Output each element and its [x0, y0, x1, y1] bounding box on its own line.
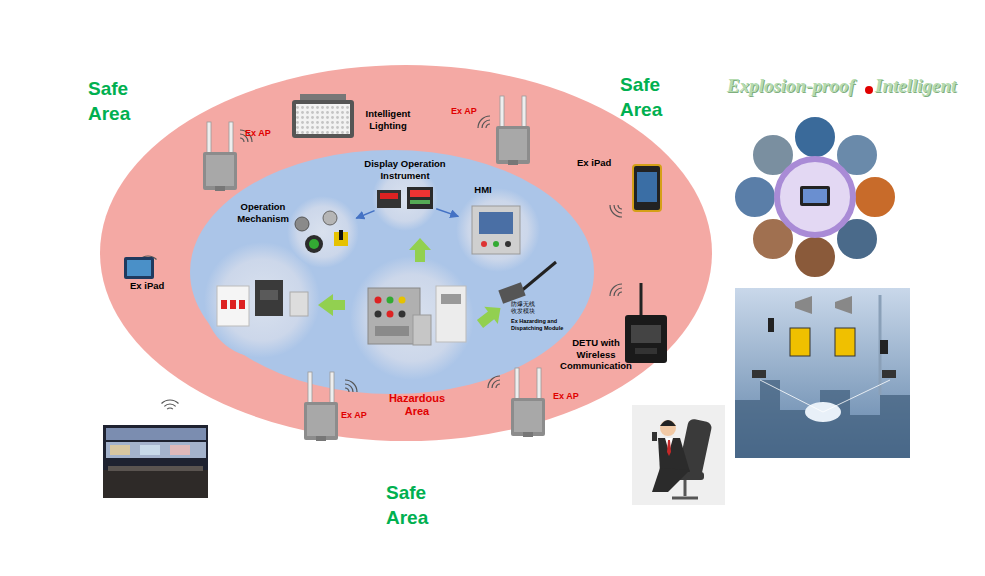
- application-collage: [836, 134, 878, 176]
- industrial-scene-picture: [835, 328, 855, 356]
- module-label: 防爆无线 收发模块: [511, 301, 537, 315]
- operator-picture: [672, 497, 698, 500]
- device-label: Display Operation Instrument: [355, 158, 455, 181]
- control-room-photo: [108, 466, 203, 471]
- industrial-scene-picture: [880, 340, 888, 354]
- operator-picture: [632, 405, 725, 505]
- zone-label: Safe Area: [386, 480, 446, 530]
- device-label: Ex iPad: [130, 280, 180, 292]
- device-circle-outline: [456, 188, 540, 272]
- hazardous-area-ellipse-shape: [100, 65, 712, 441]
- device-circle-shape: [456, 188, 540, 272]
- operator-picture: [677, 418, 712, 478]
- operator-picture: [664, 472, 704, 480]
- application-collage: [777, 159, 853, 235]
- application-collage: [794, 236, 836, 278]
- control-room-photo: [106, 428, 206, 440]
- application-collage: [803, 189, 827, 203]
- application-collage: [836, 218, 878, 260]
- control-room-photo: [106, 442, 206, 458]
- industrial-scene-picture: [768, 318, 774, 332]
- device-circle-outline: [287, 196, 359, 268]
- separator-dot: [865, 86, 873, 94]
- operator-picture: [684, 480, 687, 496]
- application-collage: [800, 186, 830, 206]
- industrial-scene-picture: [760, 380, 823, 412]
- wifi-signal: [643, 416, 655, 428]
- application-collage: [752, 134, 794, 176]
- area-label: Hazardous Area: [384, 392, 450, 418]
- slogan-text: Intelligent: [875, 74, 975, 98]
- operator-picture: [658, 438, 690, 472]
- zone-label: Safe Area: [620, 72, 680, 122]
- application-collage: [794, 116, 836, 158]
- industrial-scene-picture: [795, 296, 812, 314]
- industrial-scene-picture: [879, 295, 882, 395]
- ap-label: Ex AP: [245, 128, 285, 139]
- operator-picture: [660, 420, 676, 436]
- operator-picture: [632, 405, 725, 505]
- industrial-scene-picture: [752, 370, 766, 378]
- industrial-scene-picture: [835, 296, 852, 314]
- industrial-scene-picture: [882, 370, 896, 378]
- slogan-text: Explosion-proof: [727, 74, 867, 98]
- device-label: DETU with Wireless Communication: [556, 337, 636, 372]
- wifi-signal: [162, 395, 179, 412]
- application-collage: [752, 218, 794, 260]
- device-label: Ex iPad: [577, 157, 627, 169]
- industrial-scene-picture: [735, 288, 910, 458]
- device-label: HMI: [468, 184, 498, 196]
- control-room-photo: [103, 470, 208, 498]
- ap-label: Ex AP: [553, 391, 593, 402]
- control-room-photo: [103, 425, 208, 498]
- industrial-scene-picture: [823, 380, 890, 412]
- control-room-photo: [170, 445, 190, 455]
- device-label: Operation Mechanism: [232, 201, 294, 224]
- control-room-photo: [140, 445, 160, 455]
- device-label: Intelligent Lighting: [358, 108, 418, 132]
- device-circle: HMI: [456, 188, 540, 272]
- operator-picture: [665, 438, 673, 452]
- control-room-photo: [110, 445, 130, 455]
- industrial-scene-picture: [805, 402, 841, 422]
- ap-label: Ex AP: [341, 410, 381, 421]
- operator-picture: [652, 468, 690, 492]
- ap-label: Ex AP: [451, 106, 491, 117]
- application-collage: [734, 176, 776, 218]
- operator-picture: [667, 440, 671, 456]
- control-room-photo: [103, 425, 208, 498]
- device-circle: Operation Mechanism: [287, 196, 359, 268]
- application-collage: [734, 116, 896, 278]
- module-label: Ex Hazarding and Dispatching Module: [511, 318, 575, 331]
- zone-label: Safe Area: [88, 76, 148, 126]
- operator-picture: [660, 420, 676, 426]
- application-collage: [854, 176, 896, 218]
- industrial-scene-picture: [735, 380, 910, 458]
- industrial-scene-picture: [790, 328, 810, 356]
- device-circle: Display Operation Instrument: [372, 165, 438, 231]
- industrial-scene-picture: [735, 288, 910, 458]
- operator-picture: [652, 432, 657, 441]
- device-circle-shape: [287, 196, 359, 268]
